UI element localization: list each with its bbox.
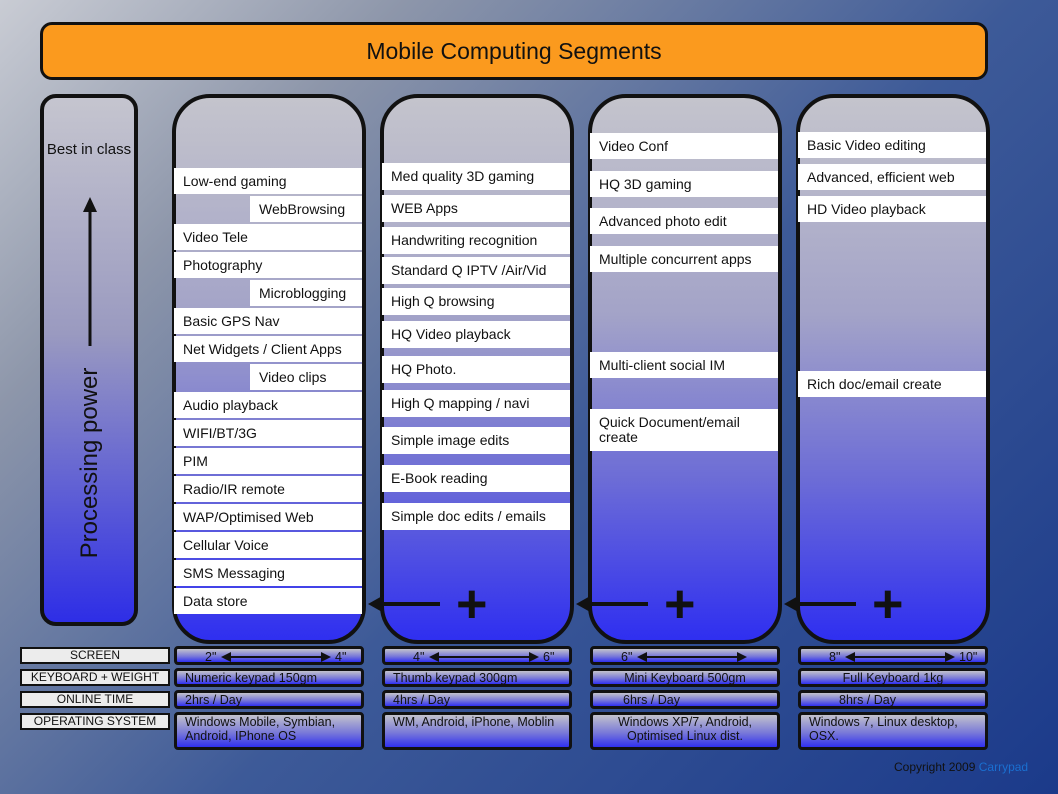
feature-item: Simple doc edits / emails bbox=[382, 503, 570, 530]
os-cell: Windows 7, Linux desktop, OSX. bbox=[798, 712, 988, 750]
online-time-cell: 4hrs / Day bbox=[382, 690, 572, 709]
double-arrow-icon bbox=[637, 652, 747, 662]
online-time-cell: 2hrs / Day bbox=[174, 690, 364, 709]
feature-item: Video Conf bbox=[590, 133, 778, 159]
screen-min: 4" bbox=[413, 650, 425, 664]
feature-item: Video clips bbox=[174, 364, 362, 390]
feature-item: High Q mapping / navi bbox=[382, 390, 570, 417]
keyboard-cell: Mini Keyboard 500gm bbox=[590, 668, 780, 687]
feature-item-label: Video clips bbox=[250, 364, 362, 390]
feature-item: HQ 3D gaming bbox=[590, 171, 778, 197]
feature-item: Data store bbox=[174, 588, 362, 614]
feature-item: Med quality 3D gaming bbox=[382, 163, 570, 190]
double-arrow-icon bbox=[845, 652, 955, 662]
plus-icon: + bbox=[456, 574, 488, 634]
screen-max: 10" bbox=[959, 650, 978, 664]
screen-size-cell: 2" 4" bbox=[174, 646, 364, 665]
row-label-screen: SCREEN bbox=[20, 647, 170, 664]
feature-item: Advanced, efficient web bbox=[798, 164, 986, 190]
feature-item: Multi-client social IM bbox=[590, 352, 778, 378]
row-label-keyboard: KEYBOARD + WEIGHT bbox=[20, 669, 170, 686]
copyright-text: Copyright 2009 bbox=[894, 760, 979, 774]
screen-size-cell: 8" 10" bbox=[798, 646, 988, 665]
feature-item: WIFI/BT/3G bbox=[174, 420, 362, 446]
keyboard-cell: Full Keyboard 1kg bbox=[798, 668, 988, 687]
feature-item: WAP/Optimised Web bbox=[174, 504, 362, 530]
feature-item: Cellular Voice bbox=[174, 532, 362, 558]
feature-item-label: WebBrowsing bbox=[250, 196, 362, 222]
screen-min: 2" bbox=[205, 650, 217, 664]
screen-max: 4" bbox=[335, 650, 347, 664]
screen-min: 8" bbox=[829, 650, 841, 664]
feature-item: Simple image edits bbox=[382, 427, 570, 454]
os-cell: Windows XP/7, Android, Optimised Linux d… bbox=[590, 712, 780, 750]
copyright-brand-link[interactable]: Carrypad bbox=[978, 760, 1029, 774]
processing-power-bar bbox=[40, 94, 138, 626]
screen-size-cell: 6" bbox=[590, 646, 780, 665]
left-arrow-icon bbox=[576, 595, 592, 613]
feature-item: Microblogging bbox=[174, 280, 362, 306]
left-arrow-icon bbox=[368, 595, 384, 613]
feature-item: HQ Photo. bbox=[382, 356, 570, 383]
feature-item: HQ Video playback bbox=[382, 321, 570, 348]
processing-power-label: Processing power bbox=[76, 367, 103, 559]
feature-item: Multiple concurrent apps bbox=[590, 246, 778, 272]
online-time-cell: 8hrs / Day bbox=[798, 690, 988, 709]
left-arrow-icon bbox=[784, 595, 800, 613]
feature-item: WEB Apps bbox=[382, 195, 570, 222]
best-in-class-label: Best in class bbox=[46, 141, 132, 158]
online-time-cell: 6hrs / Day bbox=[590, 690, 780, 709]
copyright: Copyright 2009 Carrypad bbox=[894, 760, 1028, 774]
row-label-os: OPERATING SYSTEM bbox=[20, 713, 170, 730]
feature-item: Video Tele bbox=[174, 224, 362, 250]
feature-item: SMS Messaging bbox=[174, 560, 362, 586]
feature-item: Standard Q IPTV /Air/Vid bbox=[382, 257, 570, 284]
plus-icon: + bbox=[664, 574, 696, 634]
feature-item: Radio/IR remote bbox=[174, 476, 362, 502]
feature-item: Handwriting recognition bbox=[382, 227, 570, 254]
keyboard-cell: Thumb keypad 300gm bbox=[382, 668, 572, 687]
keyboard-cell: Numeric keypad 150gm bbox=[174, 668, 364, 687]
feature-item: WebBrowsing bbox=[174, 196, 362, 222]
feature-item: Photography bbox=[174, 252, 362, 278]
feature-item: HD Video playback bbox=[798, 196, 986, 222]
double-arrow-icon bbox=[221, 652, 331, 662]
left-arrow-shaft bbox=[590, 602, 648, 606]
row-label-online-time: ONLINE TIME bbox=[20, 691, 170, 708]
feature-item: Basic Video editing bbox=[798, 132, 986, 158]
feature-item: Advanced photo edit bbox=[590, 208, 778, 234]
feature-item-label: Microblogging bbox=[250, 280, 362, 306]
double-arrow-icon bbox=[429, 652, 539, 662]
screen-max: 6" bbox=[543, 650, 555, 664]
screen-size-cell: 4" 6" bbox=[382, 646, 572, 665]
os-cell: WM, Android, iPhone, Moblin bbox=[382, 712, 572, 750]
up-arrow-icon bbox=[83, 197, 97, 346]
feature-item: E-Book reading bbox=[382, 465, 570, 492]
feature-item: Basic GPS Nav bbox=[174, 308, 362, 334]
feature-item: Net Widgets / Client Apps bbox=[174, 336, 362, 362]
feature-item: Quick Document/email create bbox=[590, 409, 778, 451]
os-cell: Windows Mobile, Symbian, Android, IPhone… bbox=[174, 712, 364, 750]
page-title: Mobile Computing Segments bbox=[40, 22, 988, 80]
feature-item: Audio playback bbox=[174, 392, 362, 418]
feature-item: High Q browsing bbox=[382, 288, 570, 315]
left-arrow-shaft bbox=[382, 602, 440, 606]
feature-item: Low-end gaming bbox=[174, 168, 362, 194]
plus-icon: + bbox=[872, 574, 904, 634]
feature-item: Rich doc/email create bbox=[798, 371, 986, 397]
left-arrow-shaft bbox=[798, 602, 856, 606]
screen-min: 6" bbox=[621, 650, 633, 664]
feature-item: PIM bbox=[174, 448, 362, 474]
